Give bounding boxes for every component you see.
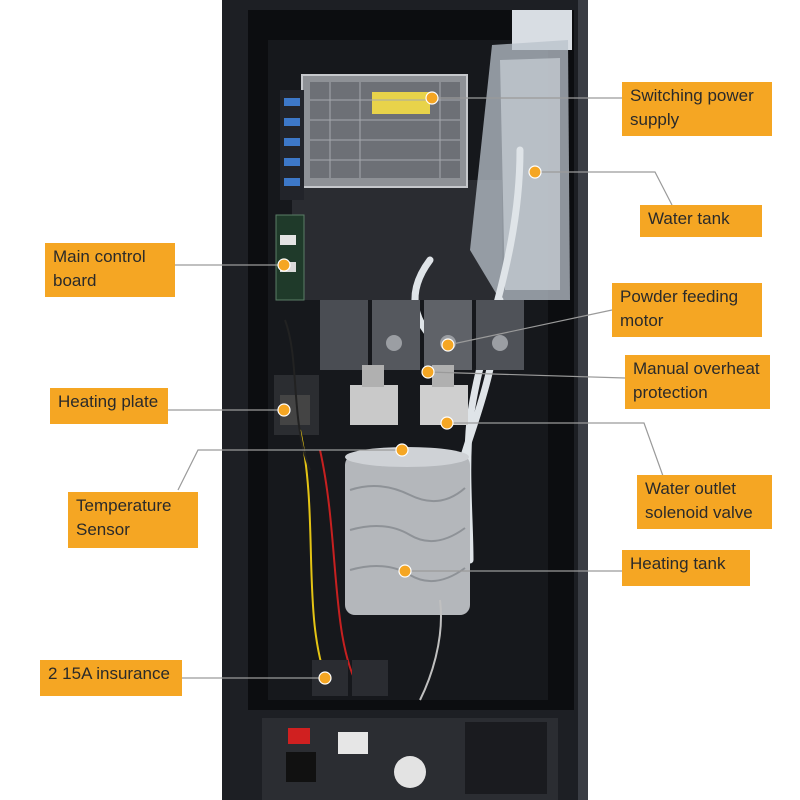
marker-fuse <box>318 671 332 685</box>
label-temperature-sensor: Temperature Sensor <box>68 492 198 548</box>
solenoid-valves <box>350 365 468 425</box>
marker-heating-plate <box>277 403 291 417</box>
power-switch <box>288 728 310 744</box>
label-text: 2 15A insurance <box>48 664 170 683</box>
label-powder-feeding-motor: Powder feeding motor <box>612 283 762 337</box>
label-text: Main control board <box>53 247 146 290</box>
label-text: Water tank <box>648 209 730 228</box>
power-supply-sticker <box>372 92 430 114</box>
terminal-block <box>280 90 304 200</box>
marker-water-tank <box>528 165 542 179</box>
fan-grille <box>465 722 547 794</box>
power-socket <box>286 752 316 782</box>
label-manual-overheat-protection: Manual overheat protection <box>625 355 770 409</box>
leader-lines <box>168 97 673 679</box>
switching-power-supply <box>301 74 468 188</box>
label-main-control-board: Main control board <box>45 243 175 297</box>
label-water-tank: Water tank <box>640 205 762 237</box>
label-text: Powder feeding motor <box>620 287 739 330</box>
label-heating-tank: Heating tank <box>622 550 750 586</box>
mounting-plate <box>292 180 502 300</box>
label-fuse: 2 15A insurance <box>40 660 182 696</box>
label-text: Switching power supply <box>630 86 754 129</box>
warning-label <box>338 732 368 754</box>
bottom-panel <box>262 718 558 800</box>
powder-feeding-motors <box>320 300 524 370</box>
heating-tank <box>345 447 470 615</box>
label-switching-power-supply: Switching power supply <box>622 82 772 136</box>
label-text: Temperature Sensor <box>76 496 172 539</box>
marker-heating-tank <box>398 564 412 578</box>
label-text: Heating plate <box>58 392 159 411</box>
marker-water-outlet-solenoid-valve <box>440 416 454 430</box>
cabinet-right-edge <box>578 0 588 800</box>
label-heating-plate: Heating plate <box>50 388 168 424</box>
label-water-outlet-solenoid-valve: Water outlet solenoid valve <box>637 475 772 529</box>
marker-powder-feeding-motor <box>441 338 455 352</box>
marker-main-control-board <box>277 258 291 272</box>
marker-dots <box>277 91 542 685</box>
label-text: Water outlet solenoid valve <box>645 479 753 522</box>
water-outlet-nozzle <box>394 756 426 788</box>
marker-temperature-sensor <box>395 443 409 457</box>
marker-switching-power-supply <box>425 91 439 105</box>
label-text: Manual overheat protection <box>633 359 760 402</box>
label-text: Heating tank <box>630 554 726 573</box>
marker-manual-overheat-protection <box>421 365 435 379</box>
main-control-board <box>275 214 305 301</box>
